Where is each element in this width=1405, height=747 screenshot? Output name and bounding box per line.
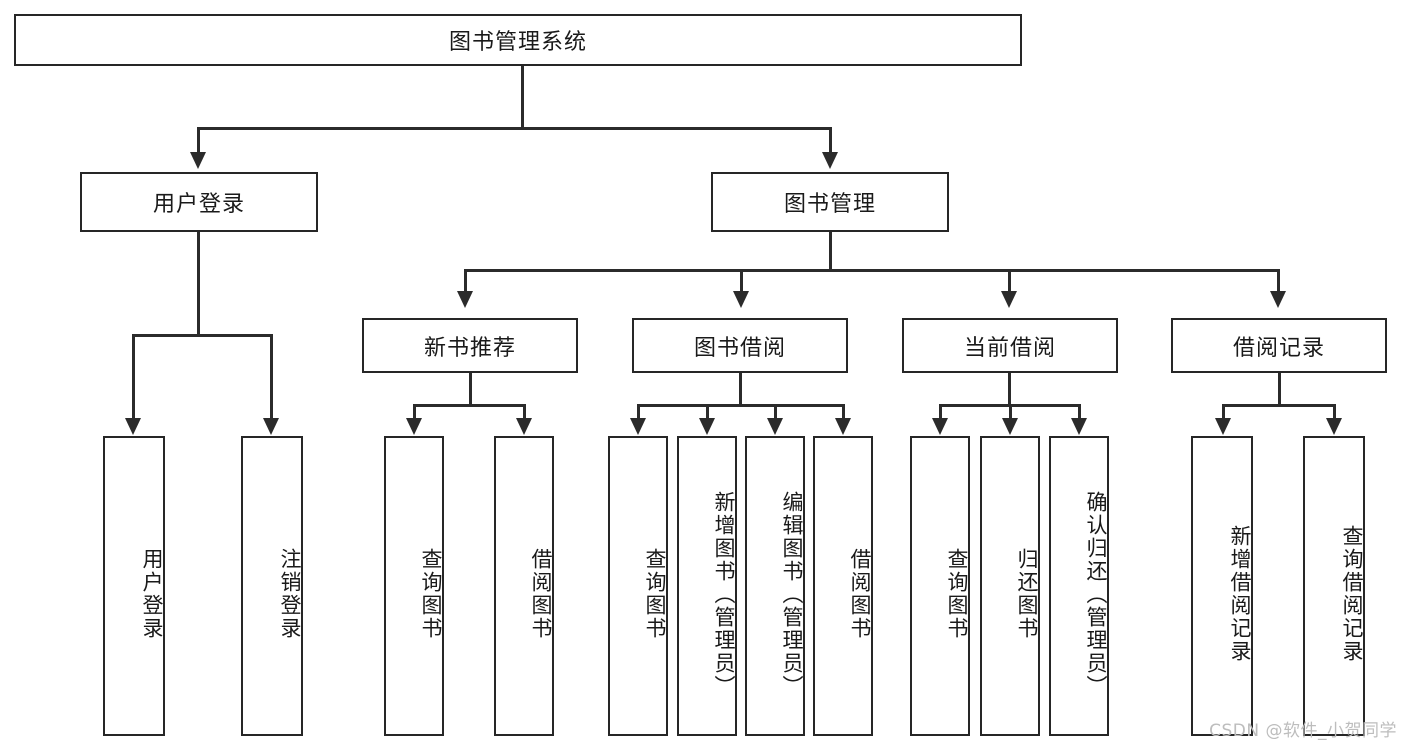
leaf-borrow-record-query-record[interactable]: 查询借阅记录: [1303, 436, 1365, 736]
node-current-borrow[interactable]: 当前借阅: [902, 318, 1118, 373]
node-label: 新书推荐: [423, 335, 516, 361]
arrowhead-new-book-recommend: [457, 291, 473, 308]
arrowhead-book-borrow: [733, 291, 749, 308]
connector-root-stem: [521, 66, 524, 128]
leaf-current-borrow-query-book[interactable]: 查询图书: [910, 436, 970, 736]
connector-new-book-leaf-2: [523, 404, 526, 420]
node-label: 编辑图书（管理员）: [780, 490, 804, 698]
node-label: 用户登录: [152, 192, 245, 217]
node-label: 用户登录: [140, 548, 164, 640]
arrowhead-current-borrow-leaf-1: [932, 418, 948, 435]
connector-book-management-bus: [465, 269, 1279, 272]
leaf-new-book-borrow-book[interactable]: 借阅图书: [494, 436, 554, 736]
node-label: 图书管理系统: [448, 30, 587, 55]
connector-current-borrow-stem: [1008, 373, 1011, 406]
arrowhead-current-borrow-leaf-2: [1002, 418, 1018, 435]
arrowhead-to-user-login: [190, 152, 206, 169]
connector-borrow-record-leaf-2: [1333, 404, 1336, 420]
connector-current-borrow-leaf-3: [1078, 404, 1081, 420]
node-label: 查询图书: [643, 548, 667, 640]
connector-bm-to-new-book: [464, 269, 467, 293]
node-label: 查询图书: [419, 548, 443, 640]
leaf-current-borrow-confirm-return-admin[interactable]: 确认归还（管理员）: [1049, 436, 1109, 736]
leaf-book-borrow-add-book-admin[interactable]: 新增图书（管理员）: [677, 436, 737, 736]
connector-current-borrow-leaf-2: [1009, 404, 1012, 420]
connector-book-borrow-leaf-1: [637, 404, 640, 420]
node-book-borrow[interactable]: 图书借阅: [632, 318, 848, 373]
node-new-book-recommend[interactable]: 新书推荐: [362, 318, 578, 373]
node-label: 确认归还（管理员）: [1084, 490, 1108, 698]
connector-current-borrow-leaf-1: [939, 404, 942, 420]
arrowhead-book-borrow-leaf-2: [699, 418, 715, 435]
connector-borrow-record-leaf-1: [1222, 404, 1225, 420]
connector-root-bus: [198, 127, 832, 130]
leaf-new-book-query-book[interactable]: 查询图书: [384, 436, 444, 736]
node-label: 借阅图书: [848, 548, 872, 640]
connector-new-book-stem: [469, 373, 472, 406]
node-label: 新增图书（管理员）: [712, 490, 736, 698]
arrowhead-user-login-leaf-2: [263, 418, 279, 435]
connector-borrow-record-stem: [1278, 373, 1281, 406]
connector-book-borrow-stem: [739, 373, 742, 406]
node-borrow-record[interactable]: 借阅记录: [1171, 318, 1387, 373]
connector-new-book-leaf-1: [413, 404, 416, 420]
connector-book-borrow-leaf-2: [706, 404, 709, 420]
node-label: 借阅图书: [529, 548, 553, 640]
leaf-borrow-record-add-record[interactable]: 新增借阅记录: [1191, 436, 1253, 736]
connector-book-management-stem: [829, 232, 832, 272]
arrowhead-new-book-leaf-1: [406, 418, 422, 435]
connector-user-login-to-leaf-1: [132, 334, 135, 420]
node-label: 查询图书: [945, 548, 969, 640]
leaf-book-borrow-borrow-book[interactable]: 借阅图书: [813, 436, 873, 736]
node-label: 借阅记录: [1232, 335, 1325, 361]
arrowhead-borrow-record-leaf-1: [1215, 418, 1231, 435]
node-label: 新增借阅记录: [1228, 525, 1252, 663]
node-book-management[interactable]: 图书管理: [711, 172, 949, 232]
connector-book-borrow-bus: [638, 404, 844, 407]
connector-user-login-bus: [133, 334, 273, 337]
leaf-book-borrow-query-book[interactable]: 查询图书: [608, 436, 668, 736]
connector-new-book-bus: [414, 404, 526, 407]
connector-user-login-stem: [197, 232, 200, 336]
node-label: 当前借阅: [963, 335, 1056, 361]
node-label: 查询借阅记录: [1340, 525, 1364, 663]
leaf-book-borrow-edit-book-admin[interactable]: 编辑图书（管理员）: [745, 436, 805, 736]
connector-book-borrow-leaf-4: [842, 404, 845, 420]
node-label: 注销登录: [278, 548, 302, 640]
node-label: 图书管理: [783, 192, 876, 217]
arrowhead-user-login-leaf-1: [125, 418, 141, 435]
connector-bm-to-book-borrow: [740, 269, 743, 293]
arrowhead-book-borrow-leaf-3: [767, 418, 783, 435]
node-label: 归还图书: [1015, 548, 1039, 640]
connector-root-to-book-management: [829, 127, 832, 154]
connector-borrow-record-bus: [1223, 404, 1336, 407]
leaf-current-borrow-return-book[interactable]: 归还图书: [980, 436, 1040, 736]
connector-bm-to-borrow-record: [1277, 269, 1280, 293]
connector-user-login-to-leaf-2: [270, 334, 273, 420]
arrowhead-borrow-record: [1270, 291, 1286, 308]
arrowhead-book-borrow-leaf-1: [630, 418, 646, 435]
watermark-text: CSDN @软件_小贺同学: [1209, 721, 1397, 741]
connector-bm-to-current-borrow: [1008, 269, 1011, 293]
arrowhead-borrow-record-leaf-2: [1326, 418, 1342, 435]
node-root-book-management-system[interactable]: 图书管理系统: [14, 14, 1022, 66]
connector-book-borrow-leaf-3: [774, 404, 777, 420]
leaf-user-login-login[interactable]: 用户登录: [103, 436, 165, 736]
arrowhead-current-borrow: [1001, 291, 1017, 308]
leaf-user-login-logout[interactable]: 注销登录: [241, 436, 303, 736]
arrowhead-current-borrow-leaf-3: [1071, 418, 1087, 435]
arrowhead-book-borrow-leaf-4: [835, 418, 851, 435]
connector-root-to-user-login: [197, 127, 200, 154]
arrowhead-new-book-leaf-2: [516, 418, 532, 435]
arrowhead-to-book-management: [822, 152, 838, 169]
node-label: 图书借阅: [693, 335, 786, 361]
node-user-login[interactable]: 用户登录: [80, 172, 318, 232]
